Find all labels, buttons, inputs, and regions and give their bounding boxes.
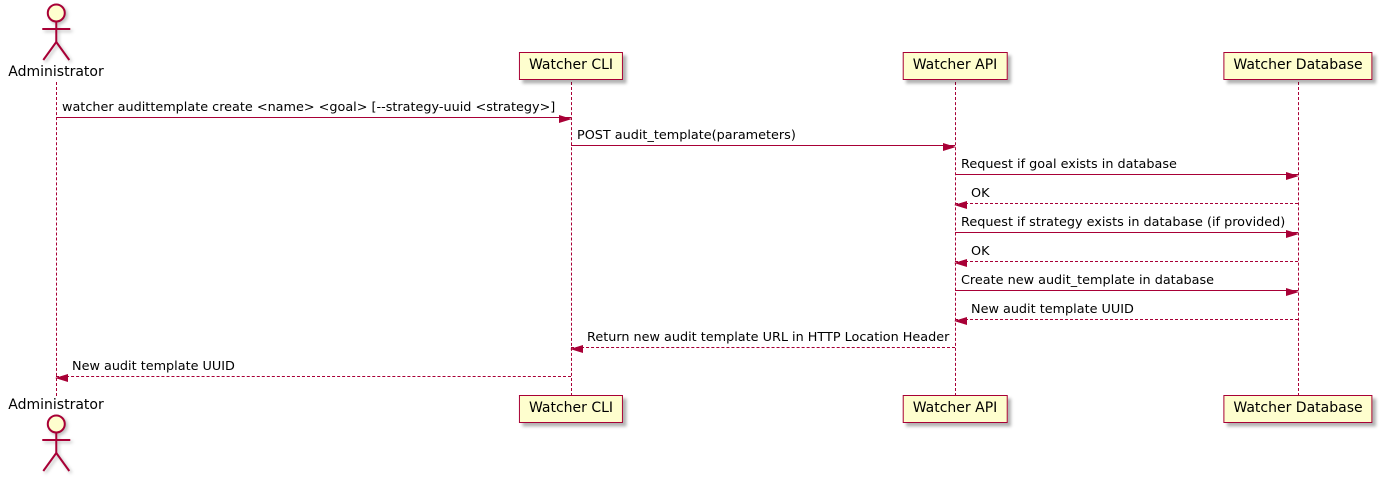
arrowhead-right-icon	[1286, 230, 1299, 238]
message-line	[571, 347, 955, 348]
message-6: OK	[954, 241, 1298, 267]
message-line	[56, 376, 571, 377]
message-1: watcher audittemplate create <name> <goa…	[56, 97, 572, 123]
message-label: POST audit_template(parameters)	[577, 128, 796, 143]
message-label: Request if goal exists in database	[961, 157, 1177, 172]
message-3: Request if goal exists in database	[955, 154, 1299, 180]
arrowhead-left-icon	[954, 201, 967, 209]
message-4: OK	[954, 183, 1298, 209]
message-line	[571, 145, 955, 146]
message-label: OK	[971, 244, 990, 259]
actor-icon	[42, 414, 70, 472]
arrowhead-right-icon	[943, 143, 956, 151]
message-10: New audit template UUID	[55, 356, 571, 382]
participant-api-top: Watcher API	[902, 52, 1008, 80]
participant-cli-top: Watcher CLI	[518, 52, 624, 80]
message-line	[955, 261, 1298, 262]
arrowhead-left-icon	[954, 317, 967, 325]
arrowhead-right-icon	[1286, 288, 1299, 296]
message-line	[955, 290, 1298, 291]
participant-cli-bottom: Watcher CLI	[518, 395, 624, 423]
message-8: New audit template UUID	[954, 299, 1298, 325]
message-label: Return new audit template URL in HTTP Lo…	[587, 330, 950, 345]
message-line	[955, 319, 1298, 320]
message-label: Request if strategy exists in database (…	[961, 215, 1286, 230]
participant-label: Administrator	[8, 64, 104, 80]
lifeline-db	[1298, 82, 1299, 396]
actor-administrator-top: Administrator	[8, 2, 104, 80]
participant-label: Administrator	[8, 397, 104, 413]
message-line	[955, 232, 1298, 233]
arrowhead-left-icon	[954, 259, 967, 267]
message-7: Create new audit_template in database	[955, 270, 1299, 296]
participant-db-bottom: Watcher Database	[1223, 395, 1373, 423]
lifeline-administrator	[56, 82, 57, 396]
actor-icon	[42, 3, 70, 61]
lifeline-api	[955, 82, 956, 396]
arrowhead-right-icon	[1286, 172, 1299, 180]
arrowhead-left-icon	[55, 374, 68, 382]
message-label: Create new audit_template in database	[961, 273, 1215, 288]
message-5: Request if strategy exists in database (…	[955, 212, 1299, 238]
actor-administrator-bottom: Administrator	[8, 397, 104, 475]
message-label: watcher audittemplate create <name> <goa…	[62, 100, 556, 115]
message-line	[955, 174, 1298, 175]
participant-db-top: Watcher Database	[1223, 52, 1373, 80]
participant-api-bottom: Watcher API	[902, 395, 1008, 423]
message-2: POST audit_template(parameters)	[571, 125, 956, 151]
message-label: New audit template UUID	[72, 359, 235, 374]
message-label: New audit template UUID	[971, 302, 1134, 317]
arrowhead-right-icon	[559, 115, 572, 123]
message-line	[955, 203, 1298, 204]
message-label: OK	[971, 186, 990, 201]
lifeline-cli	[571, 82, 572, 396]
message-line	[56, 117, 571, 118]
arrowhead-left-icon	[570, 345, 583, 353]
message-9: Return new audit template URL in HTTP Lo…	[570, 327, 955, 353]
